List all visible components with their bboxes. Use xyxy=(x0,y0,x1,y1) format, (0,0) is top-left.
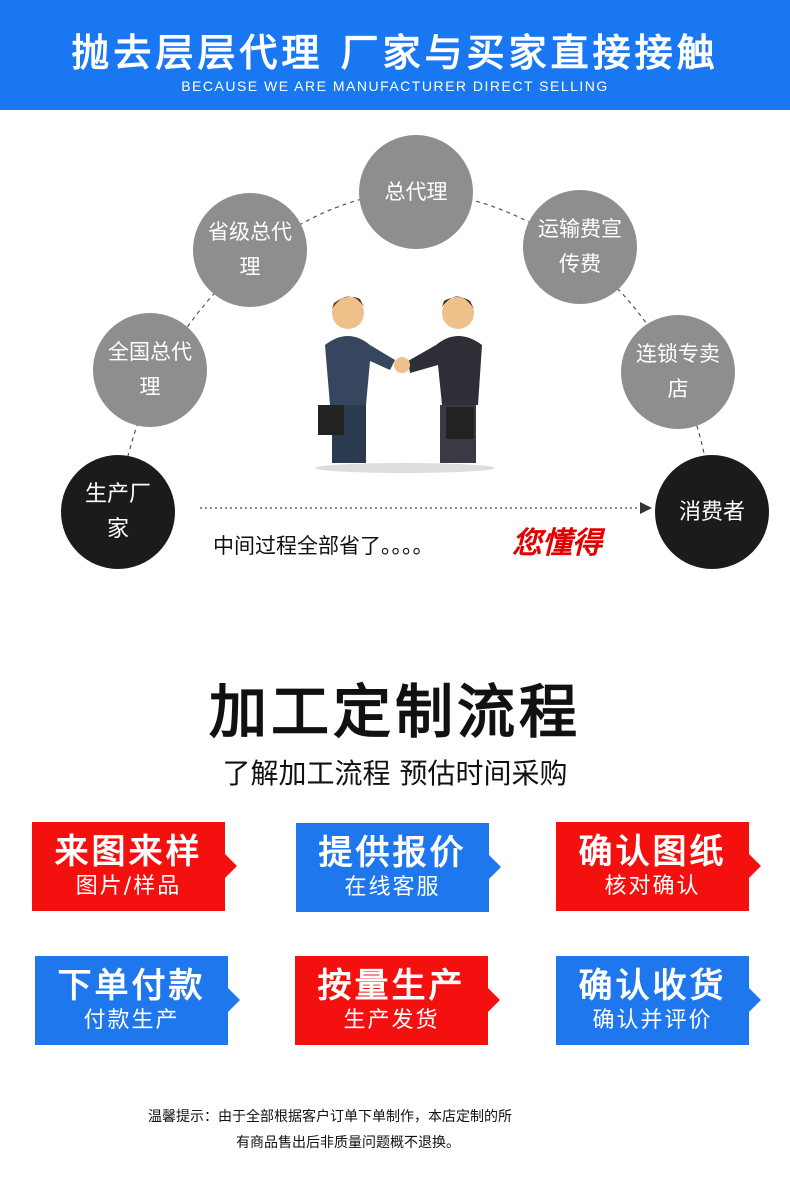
step-5: 按量生产生产发货 xyxy=(295,956,500,1045)
step-1: 来图来样图片/样品 xyxy=(32,822,237,911)
warm-notice: 温馨提示：由于全部根据客户订单下单制作，本店定制的所 有商品售出后非质量问题概不… xyxy=(148,1104,512,1156)
step-sub: 图片/样品 xyxy=(75,874,182,899)
step-sub: 确认并评价 xyxy=(592,1008,713,1033)
step-3: 确认图纸核对确认 xyxy=(556,822,761,911)
node-chain-store: 连锁专卖店 xyxy=(621,315,735,429)
node-manufacturer: 生产厂家 xyxy=(61,455,175,569)
banner-title: 抛去层层代理 厂家与买家直接接触 xyxy=(71,31,719,75)
step-title: 确认图纸 xyxy=(578,832,727,872)
step-title: 确认收货 xyxy=(578,966,727,1006)
node-shipping-promotion: 运输费宣传费 xyxy=(523,190,637,304)
middle-text: 中间过程全部省了。。。。 xyxy=(213,534,434,558)
step-6: 确认收货确认并评价 xyxy=(556,956,761,1045)
process-subtitle: 了解加工流程 预估时间采购 xyxy=(222,757,568,790)
step-title: 来图来样 xyxy=(54,832,203,872)
header-banner: 抛去层层代理 厂家与买家直接接触 BECAUSE WE ARE MANUFACT… xyxy=(0,0,790,110)
process-title: 加工定制流程 xyxy=(208,678,581,746)
notice-line-2: 有商品售出后非质量问题概不退换。 xyxy=(236,1135,460,1151)
step-sub: 生产发货 xyxy=(343,1008,440,1033)
step-title: 按量生产 xyxy=(317,966,466,1006)
handshake-illustration xyxy=(315,296,495,473)
step-2: 提供报价在线客服 xyxy=(296,823,501,912)
banner-subtitle: BECAUSE WE ARE MANUFACTURER DIRECT SELLI… xyxy=(181,78,609,94)
step-title: 提供报价 xyxy=(318,833,467,873)
node-consumer: 消费者 xyxy=(655,455,769,569)
notice-line-1: 温馨提示：由于全部根据客户订单下单制作，本店定制的所 xyxy=(148,1109,512,1125)
node-national-agent: 全国总代理 xyxy=(93,313,207,427)
you-know-text: 您懂得 xyxy=(512,526,602,561)
step-sub: 在线客服 xyxy=(344,875,441,900)
step-title: 下单付款 xyxy=(57,966,206,1006)
node-provincial-agent: 省级总代理 xyxy=(193,193,307,307)
step-sub: 付款生产 xyxy=(83,1008,180,1033)
node-general-agent: 总代理 xyxy=(359,135,473,249)
step-sub: 核对确认 xyxy=(604,874,701,899)
step-4: 下单付款付款生产 xyxy=(35,956,240,1045)
